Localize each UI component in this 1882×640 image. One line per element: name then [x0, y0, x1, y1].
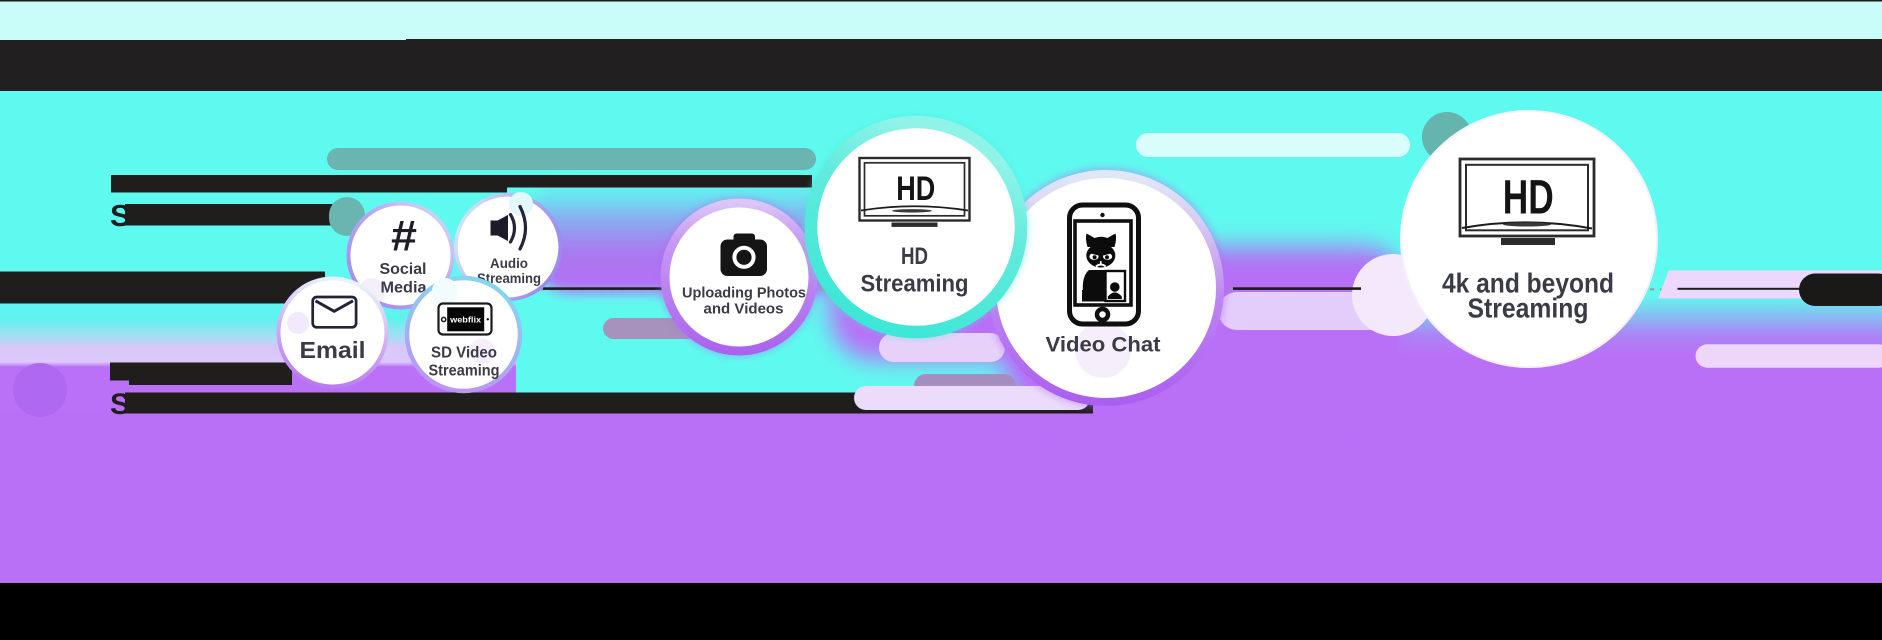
- svg-text:Streaming: Streaming: [429, 362, 500, 379]
- svg-text:Streaming: Streaming: [1468, 293, 1589, 324]
- svg-text:HD: HD: [1503, 171, 1554, 224]
- svg-text:Video Chat: Video Chat: [1046, 333, 1161, 356]
- svg-text:Audio: Audio: [490, 255, 528, 271]
- svg-text:Social: Social: [380, 261, 427, 278]
- svg-text:Email: Email: [300, 337, 366, 363]
- svg-text:HD: HD: [896, 170, 935, 208]
- svg-text:SD Video: SD Video: [431, 344, 497, 361]
- svg-text:Streaming: Streaming: [477, 270, 541, 286]
- svg-text:Streaming: Streaming: [861, 270, 969, 297]
- svg-text:#: #: [391, 212, 417, 261]
- svg-text:Media: Media: [381, 280, 427, 297]
- svg-text:Uploading Photos: Uploading Photos: [682, 285, 806, 302]
- svg-text:HD: HD: [901, 243, 928, 270]
- svg-text:and Videos: and Videos: [704, 300, 784, 317]
- svg-text:webflix: webflix: [449, 314, 481, 324]
- svg-text:4k and beyond: 4k and beyond: [1442, 268, 1614, 299]
